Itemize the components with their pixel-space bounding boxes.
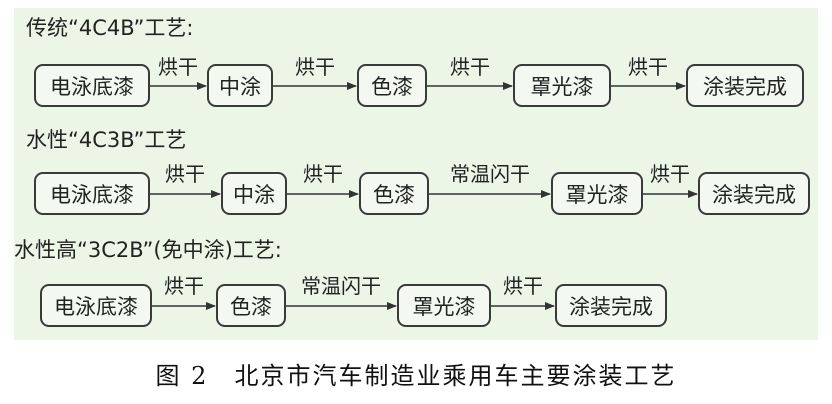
step-electrophoresis-primer: 电泳底漆 [34,64,150,107]
step-electrophoresis-primer: 电泳底漆 [40,284,152,327]
step-electrophoresis-primer: 电泳底漆 [34,172,150,215]
diagram-panel: 传统“4C4B”工艺: 电泳底漆 中涂 色漆 罩光漆 涂装完成 烘干 烘干 烘干… [14,8,818,340]
transition-label: 烘干 [628,55,668,79]
transition-label: 烘干 [295,55,335,79]
row-title-3c2b: 水性高“3C2B”(免中涂)工艺: [14,238,282,262]
step-middle-coat: 中涂 [207,64,273,107]
transition-label: 烘干 [503,274,543,298]
step-color-coat: 色漆 [216,284,286,327]
step-finished: 涂装完成 [686,64,804,107]
step-finished: 涂装完成 [698,172,810,215]
transition-label: 常温闪干 [450,162,530,186]
step-color-coat: 色漆 [357,64,427,107]
transition-label: 常温闪干 [301,274,381,298]
transition-label: 烘干 [164,274,204,298]
figure-title: 北京市汽车制造业乘用车主要涂装工艺 [234,362,677,390]
figure-number: 图 2 [155,362,209,390]
step-color-coat: 色漆 [359,172,429,215]
figure-caption: 图 2 北京市汽车制造业乘用车主要涂装工艺 [0,356,832,391]
flow-arrows [150,82,698,310]
row-title-4c4b: 传统“4C4B”工艺: [26,16,194,40]
step-middle-coat: 中涂 [221,172,287,215]
transition-label: 烘干 [650,162,690,186]
step-clear-coat: 罩光漆 [551,172,643,215]
transition-label: 烘干 [303,162,343,186]
step-clear-coat: 罩光漆 [397,284,491,327]
step-finished: 涂装完成 [555,284,667,327]
transition-label: 烘干 [158,55,198,79]
step-clear-coat: 罩光漆 [513,64,611,107]
row-title-4c3b: 水性“4C3B”工艺 [26,128,187,152]
transition-label: 烘干 [165,162,205,186]
transition-label: 烘干 [450,55,490,79]
